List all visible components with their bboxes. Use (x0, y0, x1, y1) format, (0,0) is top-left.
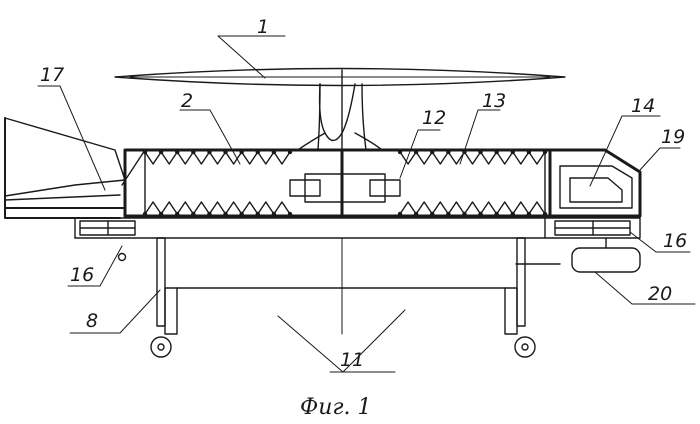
zigzag-node (207, 149, 212, 155)
label-20: 20 (648, 283, 672, 305)
rotor-blade (114, 67, 566, 87)
zigzag-node (462, 211, 467, 217)
zigzag-band (144, 201, 291, 215)
gas-cells-left (142, 149, 293, 217)
zigzag-node (494, 149, 499, 155)
zigzag-node (430, 211, 435, 217)
zigzag-node (478, 149, 483, 155)
callout-labels: 1 2 12 13 14 19 17 16 16 8 11 20 (40, 16, 687, 371)
zigzag-node (175, 211, 180, 217)
zigzag-node (223, 149, 228, 155)
zigzag-node (142, 211, 148, 217)
zigzag-node (207, 211, 212, 217)
zigzag-band (399, 201, 546, 215)
undercarriage-deck (74, 217, 641, 239)
zigzag-node (271, 149, 277, 155)
zigzag-node (223, 211, 228, 217)
zigzag-node (430, 149, 435, 155)
zigzag-node (413, 211, 419, 217)
zigzag-node (175, 149, 180, 155)
zigzag-node (413, 149, 419, 155)
zigzag-band (399, 151, 546, 165)
label-17: 17 (40, 64, 64, 86)
zigzag-node (526, 149, 532, 155)
label-16-right: 16 (663, 230, 687, 252)
zigzag-node (271, 211, 277, 217)
thruster-pod (571, 237, 641, 273)
zigzag-node (191, 149, 196, 155)
zigzag-node (158, 211, 164, 217)
zigzag-node (239, 211, 244, 217)
zigzag-node (494, 211, 499, 217)
zigzag-node (397, 149, 403, 155)
figure-caption: Фиг. 1 (300, 395, 372, 420)
zigzag-node (142, 149, 148, 155)
label-13: 13 (482, 90, 506, 112)
zigzag-node (510, 149, 515, 155)
zigzag-node (526, 211, 532, 217)
landing-gear (150, 237, 536, 358)
label-19: 19 (661, 126, 685, 148)
zigzag-node (158, 149, 164, 155)
label-1: 1 (257, 16, 269, 38)
central-engine (289, 173, 401, 203)
label-2: 2 (181, 90, 193, 112)
cockpit (548, 148, 642, 218)
zigzag-node (191, 211, 196, 217)
zigzag-node (542, 211, 548, 217)
zigzag-node (510, 211, 515, 217)
zigzag-node (255, 149, 260, 155)
zigzag-node (478, 211, 483, 217)
zigzag-node (397, 211, 403, 217)
label-16-left: 16 (70, 264, 94, 286)
zigzag-node (287, 211, 293, 217)
label-14: 14 (631, 95, 655, 117)
gas-cells-right (397, 149, 548, 217)
zigzag-node (446, 149, 451, 155)
zigzag-node (446, 211, 451, 217)
zigzag-band (144, 151, 291, 165)
zigzag-node (542, 149, 548, 155)
zigzag-node (287, 149, 293, 155)
label-8: 8 (86, 310, 98, 332)
leader-lines (37, 35, 696, 373)
label-12: 12 (422, 107, 446, 129)
zigzag-node (255, 211, 260, 217)
label-11: 11 (340, 349, 364, 371)
zigzag-node (239, 149, 244, 155)
rotor-mast (297, 69, 383, 151)
